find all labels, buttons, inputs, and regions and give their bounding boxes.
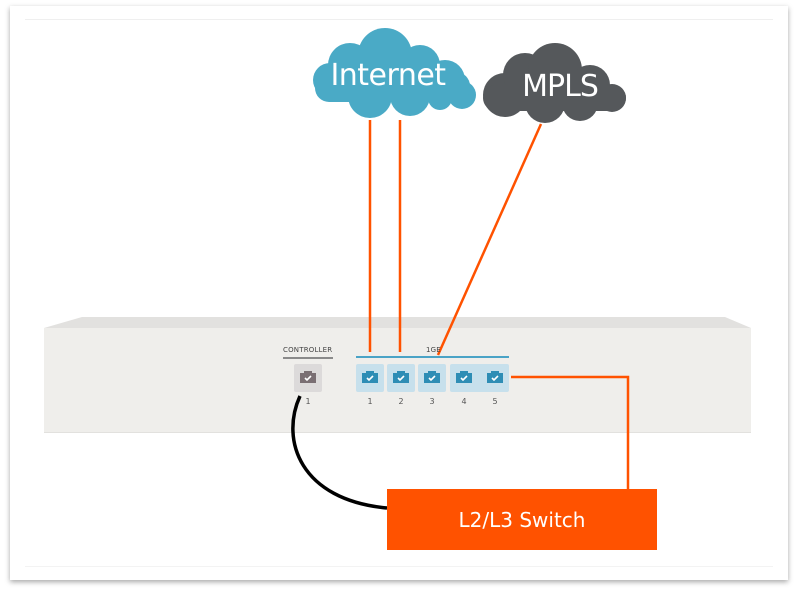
ge-port-4-number: 4 — [461, 397, 467, 406]
ge-section-label: 1GE — [426, 346, 441, 354]
mpls-cloud-label: MPLS — [522, 69, 599, 104]
mpls-link-port3 — [436, 123, 543, 356]
appliance-top-face — [44, 317, 751, 328]
ge-port-2-number: 2 — [398, 397, 404, 406]
switch-label: L2/L3 Switch — [458, 507, 586, 532]
port5-to-switch-link — [511, 375, 630, 489]
controller-section-label: CONTROLLER — [283, 346, 333, 354]
controller-to-switch-cable — [291, 395, 388, 510]
ge-port-4-ethernet-icon[interactable] — [455, 370, 473, 384]
internet-cloud-icon — [313, 28, 476, 118]
ge-port-5-number: 5 — [492, 397, 498, 406]
controller-port-1-ethernet-icon[interactable] — [299, 370, 317, 384]
controller-section-rule — [283, 357, 333, 359]
controller-port-1-number: 1 — [305, 397, 311, 406]
mpls-cloud-icon — [483, 43, 626, 123]
internet-cloud-label: Internet — [330, 58, 446, 93]
l2-l3-switch: L2/L3 Switch — [387, 489, 657, 550]
ge-port-2-ethernet-icon[interactable] — [392, 370, 410, 384]
ge-port-1-number: 1 — [367, 397, 373, 406]
ge-port-3-ethernet-icon[interactable] — [423, 370, 441, 384]
ge-port-1-ethernet-icon[interactable] — [361, 370, 379, 384]
top-divider — [25, 19, 773, 20]
ge-section-rule — [356, 356, 509, 358]
ge-port-3-number: 3 — [429, 397, 435, 406]
bottom-divider — [25, 566, 773, 567]
ge-port-5-ethernet-icon[interactable] — [486, 370, 504, 384]
